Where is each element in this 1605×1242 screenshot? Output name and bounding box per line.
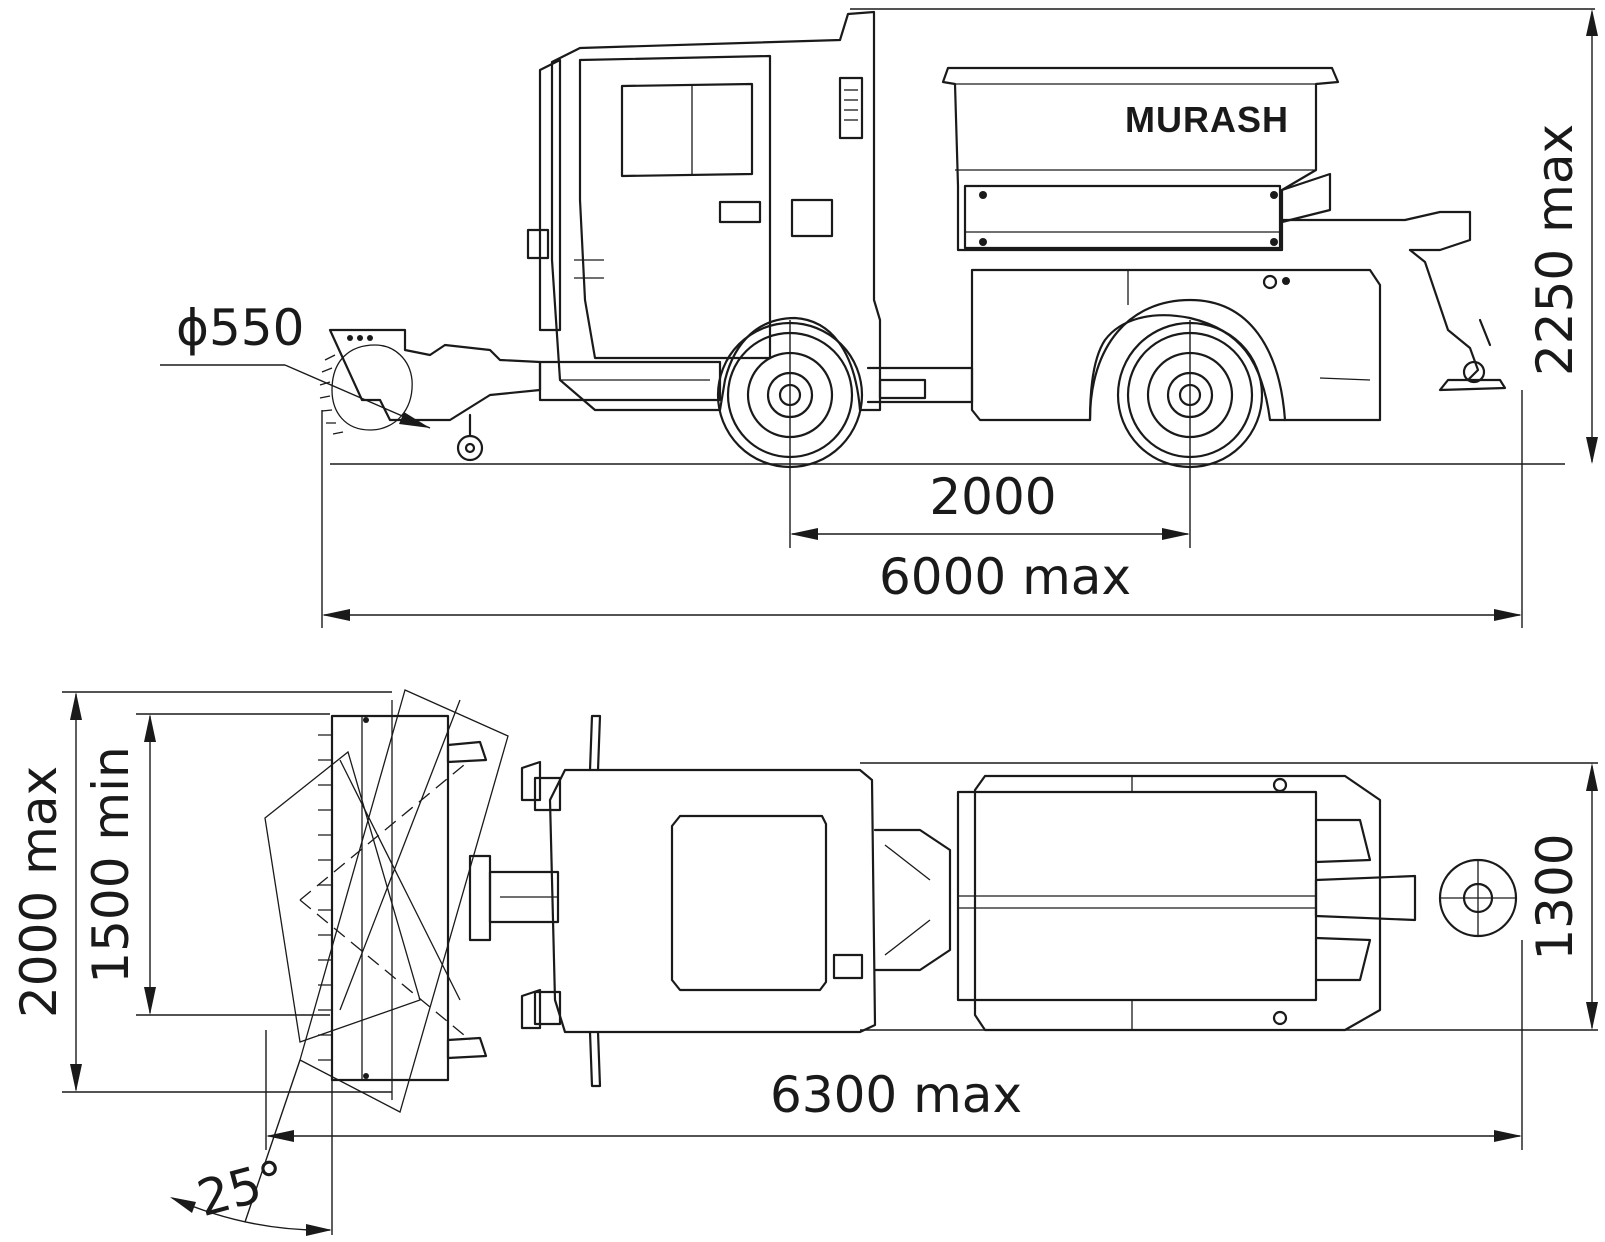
brand-label: MURASH [1125, 99, 1289, 140]
brush-plate-top [318, 700, 450, 1100]
length-side-label: 6000 max [879, 548, 1131, 606]
brush-mount-top [446, 740, 560, 1060]
cab [526, 10, 882, 412]
track-width-label: 1300 [1526, 833, 1584, 960]
spreader-top [1314, 818, 1518, 982]
hopper: MURASH [941, 66, 1340, 252]
wheelbase-label: 2000 [929, 468, 1056, 526]
width-min-label: 1500 min [82, 746, 140, 983]
top-view: 2000 max 1500 min 1300 6300 max 25° [10, 689, 1598, 1236]
cab-top [533, 714, 877, 1088]
angle-oblique-reference [244, 1059, 301, 1223]
brush-diameter-label: ϕ550 [176, 299, 304, 357]
height-max-label: 2250 max [1526, 124, 1584, 376]
hitch-top [873, 828, 952, 972]
width-max-label: 2000 max [10, 766, 68, 1018]
brush-angled-outline [264, 689, 509, 1113]
front-brush-attachment [319, 328, 542, 462]
angle-label: 25° [191, 1149, 292, 1228]
chassis [538, 360, 974, 404]
length-top-label: 6300 max [770, 1066, 1022, 1124]
side-view: MURASH [160, 8, 1598, 628]
spreader [1280, 210, 1507, 392]
rear-body [970, 268, 1382, 422]
